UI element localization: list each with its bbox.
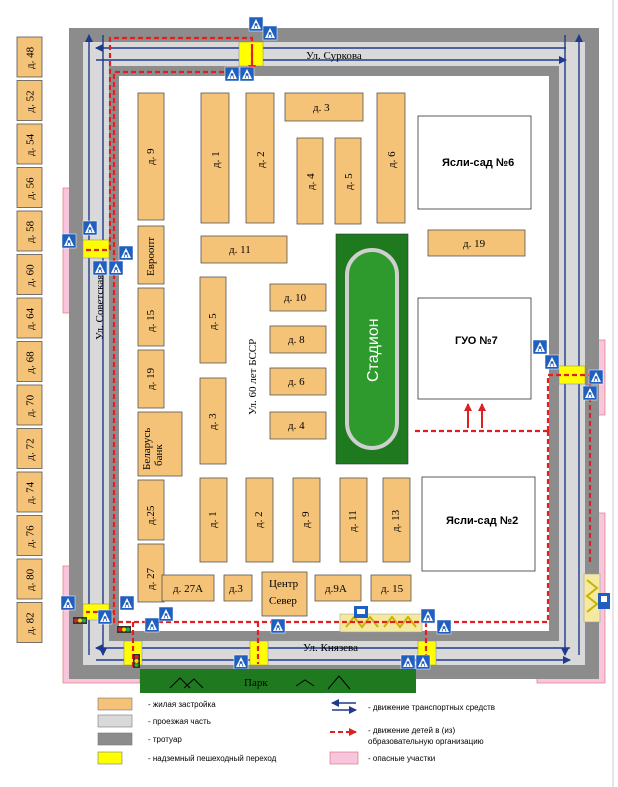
building-top-d5: д. 5 xyxy=(343,173,355,190)
left-house-label: д. 80 xyxy=(25,568,37,591)
left-house xyxy=(16,254,43,295)
building-d19: д. 19 xyxy=(145,367,157,390)
building-d9: д. 9 xyxy=(145,148,157,165)
yasli-sad-6 xyxy=(417,115,532,210)
yasli-sad-2-label: Ясли-сад №2 xyxy=(446,515,518,527)
street-surkova: Ул. Суркова xyxy=(306,50,362,62)
yasli-sad-2 xyxy=(421,476,536,572)
left-house xyxy=(16,210,43,252)
building-d4: д. 4 xyxy=(288,420,305,432)
left-house xyxy=(16,80,43,121)
building-d27: д. 27 xyxy=(145,567,157,590)
stadium-label: Стадион xyxy=(365,318,382,382)
legend-children-1: - движение детей в (из) xyxy=(368,726,455,735)
building-bot-d3: д.3 xyxy=(229,583,243,595)
left-house xyxy=(16,558,43,600)
guo-7 xyxy=(417,297,532,400)
street-sovetskaya: Ул. Советская xyxy=(94,275,106,340)
park-tree-icons xyxy=(169,675,351,690)
left-house-label: д. 58 xyxy=(25,220,37,243)
left-column-houses: д. 48 д. 52 д. 54 д. 56 д. 58 д. 60 д. 64 д. 68… xyxy=(16,36,43,643)
legend-sidewalk: - тротуар xyxy=(148,735,182,744)
building-d8: д. 8 xyxy=(288,334,305,346)
building-bot-d9: д. 9 xyxy=(300,511,312,528)
legend-roadway: - проезжая часть xyxy=(148,717,211,726)
left-house-label: д. 76 xyxy=(25,525,37,548)
left-house-label: д. 74 xyxy=(25,481,37,504)
left-house xyxy=(16,341,43,382)
left-house xyxy=(16,167,43,208)
building-belarusbank-2: банк xyxy=(153,444,165,466)
left-house-label: д. 68 xyxy=(25,351,37,374)
left-house xyxy=(16,297,43,339)
building-sever: Север xyxy=(269,595,297,607)
left-house-label: д. 52 xyxy=(25,90,37,112)
building-d27a: д. 27А xyxy=(173,583,203,595)
building-d9a: д.9А xyxy=(325,583,347,595)
building-mid-d5: д. 5 xyxy=(207,313,219,330)
legend-danger: - опасные участки xyxy=(368,754,435,763)
left-house xyxy=(16,123,43,165)
left-house-label: д. 48 xyxy=(25,46,37,69)
left-house xyxy=(16,36,43,78)
traffic-arrows xyxy=(85,34,583,664)
building-belarusbank-1: Беларусь xyxy=(141,428,153,470)
building-bot-d1: д. 1 xyxy=(207,511,219,528)
left-house-label: д. 54 xyxy=(25,133,37,156)
left-house xyxy=(16,602,43,643)
left-house-label: д. 60 xyxy=(25,264,37,287)
park-label: Парк xyxy=(244,677,268,689)
legend-crossing: - надземный пешеходный переход xyxy=(148,754,277,763)
left-house xyxy=(16,384,43,426)
building-d15: д. 15 xyxy=(145,309,157,332)
building-top-d4: д. 4 xyxy=(305,173,317,190)
building-bot-d15: д. 15 xyxy=(381,583,404,595)
left-house-label: д. 70 xyxy=(25,394,37,417)
left-house xyxy=(16,471,43,513)
school-zone-signs xyxy=(339,573,610,633)
legend-housing: - жилая застройка xyxy=(148,700,216,709)
street-knyazeva: Ул. Князева xyxy=(303,642,358,654)
left-house-label: д. 72 xyxy=(25,438,37,460)
street-60-let-bssr: Ул. 60 лет БССР xyxy=(247,339,259,415)
left-house xyxy=(16,515,43,556)
building-top-d2: д. 2 xyxy=(255,151,267,168)
building-bot-d13: д. 13 xyxy=(390,509,402,532)
left-house-label: д. 82 xyxy=(25,612,37,634)
building-d11: д. 11 xyxy=(229,244,251,256)
legend: - жилая застройка - проезжая часть - тро… xyxy=(97,697,495,765)
building-top-d6: д. 6 xyxy=(386,151,398,168)
building-d25: д.25 xyxy=(145,505,157,525)
building-d10: д. 10 xyxy=(284,292,307,304)
left-house-label: д. 64 xyxy=(25,307,37,330)
building-bot-d11: д. 11 xyxy=(347,510,359,532)
building-top-d1: д. 1 xyxy=(210,151,222,168)
legend-traffic: - движение транспортных средств xyxy=(368,703,495,712)
park xyxy=(140,669,416,693)
building-top-d3: д. 3 xyxy=(313,102,330,114)
building-evroopt: Евроопт xyxy=(145,237,157,276)
building-bot-d2: д. 2 xyxy=(253,511,265,528)
buildings: д. 9 Евроопт д. 15 д. 19 Беларусь банк д… xyxy=(137,92,536,617)
left-house xyxy=(16,428,43,469)
traffic-light-icon xyxy=(73,617,140,668)
building-right-d19: д. 19 xyxy=(463,238,486,250)
building-d6: д. 6 xyxy=(288,376,305,388)
building-centr: Центр xyxy=(269,578,299,590)
legend-children-2: образовательную организацию xyxy=(368,737,484,746)
yasli-sad-6-label: Ясли-сад №6 xyxy=(442,157,514,169)
guo-7-label: ГУО №7 xyxy=(455,335,498,347)
left-house-label: д. 56 xyxy=(25,177,37,200)
building-mid-d3: д. 3 xyxy=(207,413,219,430)
